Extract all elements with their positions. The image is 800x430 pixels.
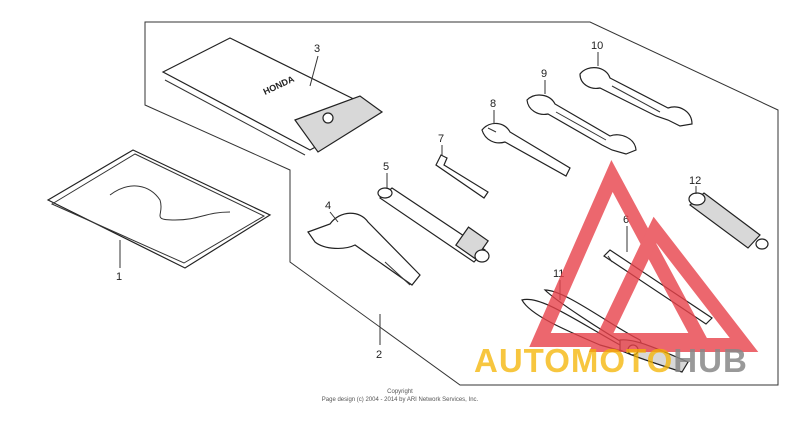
part-10-double-wrench-large[interactable]	[579, 67, 693, 127]
watermark-text: AUTOMOTOHUB	[474, 342, 748, 379]
label-4: 4	[325, 200, 331, 212]
leader-4	[329, 211, 339, 223]
copyright-notice: Copyright Page design (c) 2004 - 2014 by…	[300, 388, 500, 404]
part-7-hex-key[interactable]	[435, 154, 489, 199]
label-1: 1	[116, 271, 122, 283]
label-12: 12	[689, 175, 701, 187]
part-8-open-wrench[interactable]	[481, 122, 571, 177]
label-7: 7	[438, 133, 444, 145]
label-9: 9	[541, 68, 547, 80]
part-4-pin-spanner[interactable]	[307, 212, 421, 286]
copyright-line-2: Page design (c) 2004 - 2014 by ARI Netwo…	[321, 397, 479, 403]
label-2: 2	[376, 349, 382, 361]
label-6: 6	[623, 214, 629, 226]
label-5: 5	[383, 161, 389, 173]
part-5-plug-wrench[interactable]	[377, 187, 490, 263]
label-11: 11	[553, 268, 564, 280]
part-1-manual[interactable]	[46, 149, 272, 269]
label-8: 8	[490, 98, 496, 110]
copyright-line-1: Copyright	[387, 389, 413, 395]
watermark-triangle-right	[588, 216, 759, 352]
leader-3	[309, 55, 319, 87]
watermark-text-automoto: AUTOMOTO	[474, 342, 673, 379]
label-10: 10	[591, 40, 603, 52]
watermark-logo	[529, 160, 759, 352]
label-3: 3	[314, 43, 320, 55]
kit-outline	[144, 21, 779, 386]
part-9-double-wrench[interactable]	[526, 94, 637, 155]
part-3-tool-pouch[interactable]: HONDA	[161, 37, 384, 156]
watermark-text-hub: HUB	[673, 342, 748, 379]
part-12-screwdriver-handle[interactable]	[688, 192, 769, 250]
